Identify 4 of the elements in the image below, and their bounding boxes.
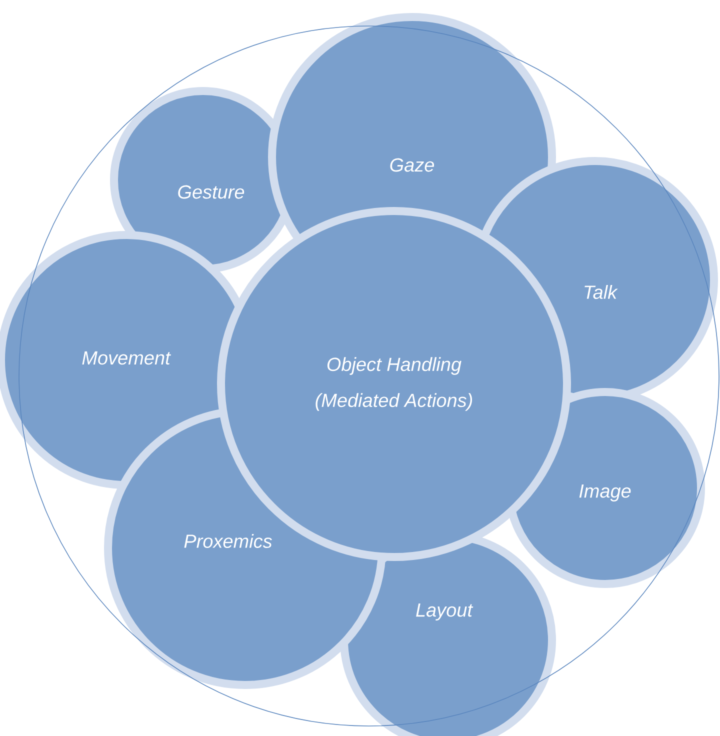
outer-circle [18,26,720,726]
node-label: Layout [416,604,474,621]
node-label: Talk [584,285,618,299]
node-label: Image [579,484,631,502]
